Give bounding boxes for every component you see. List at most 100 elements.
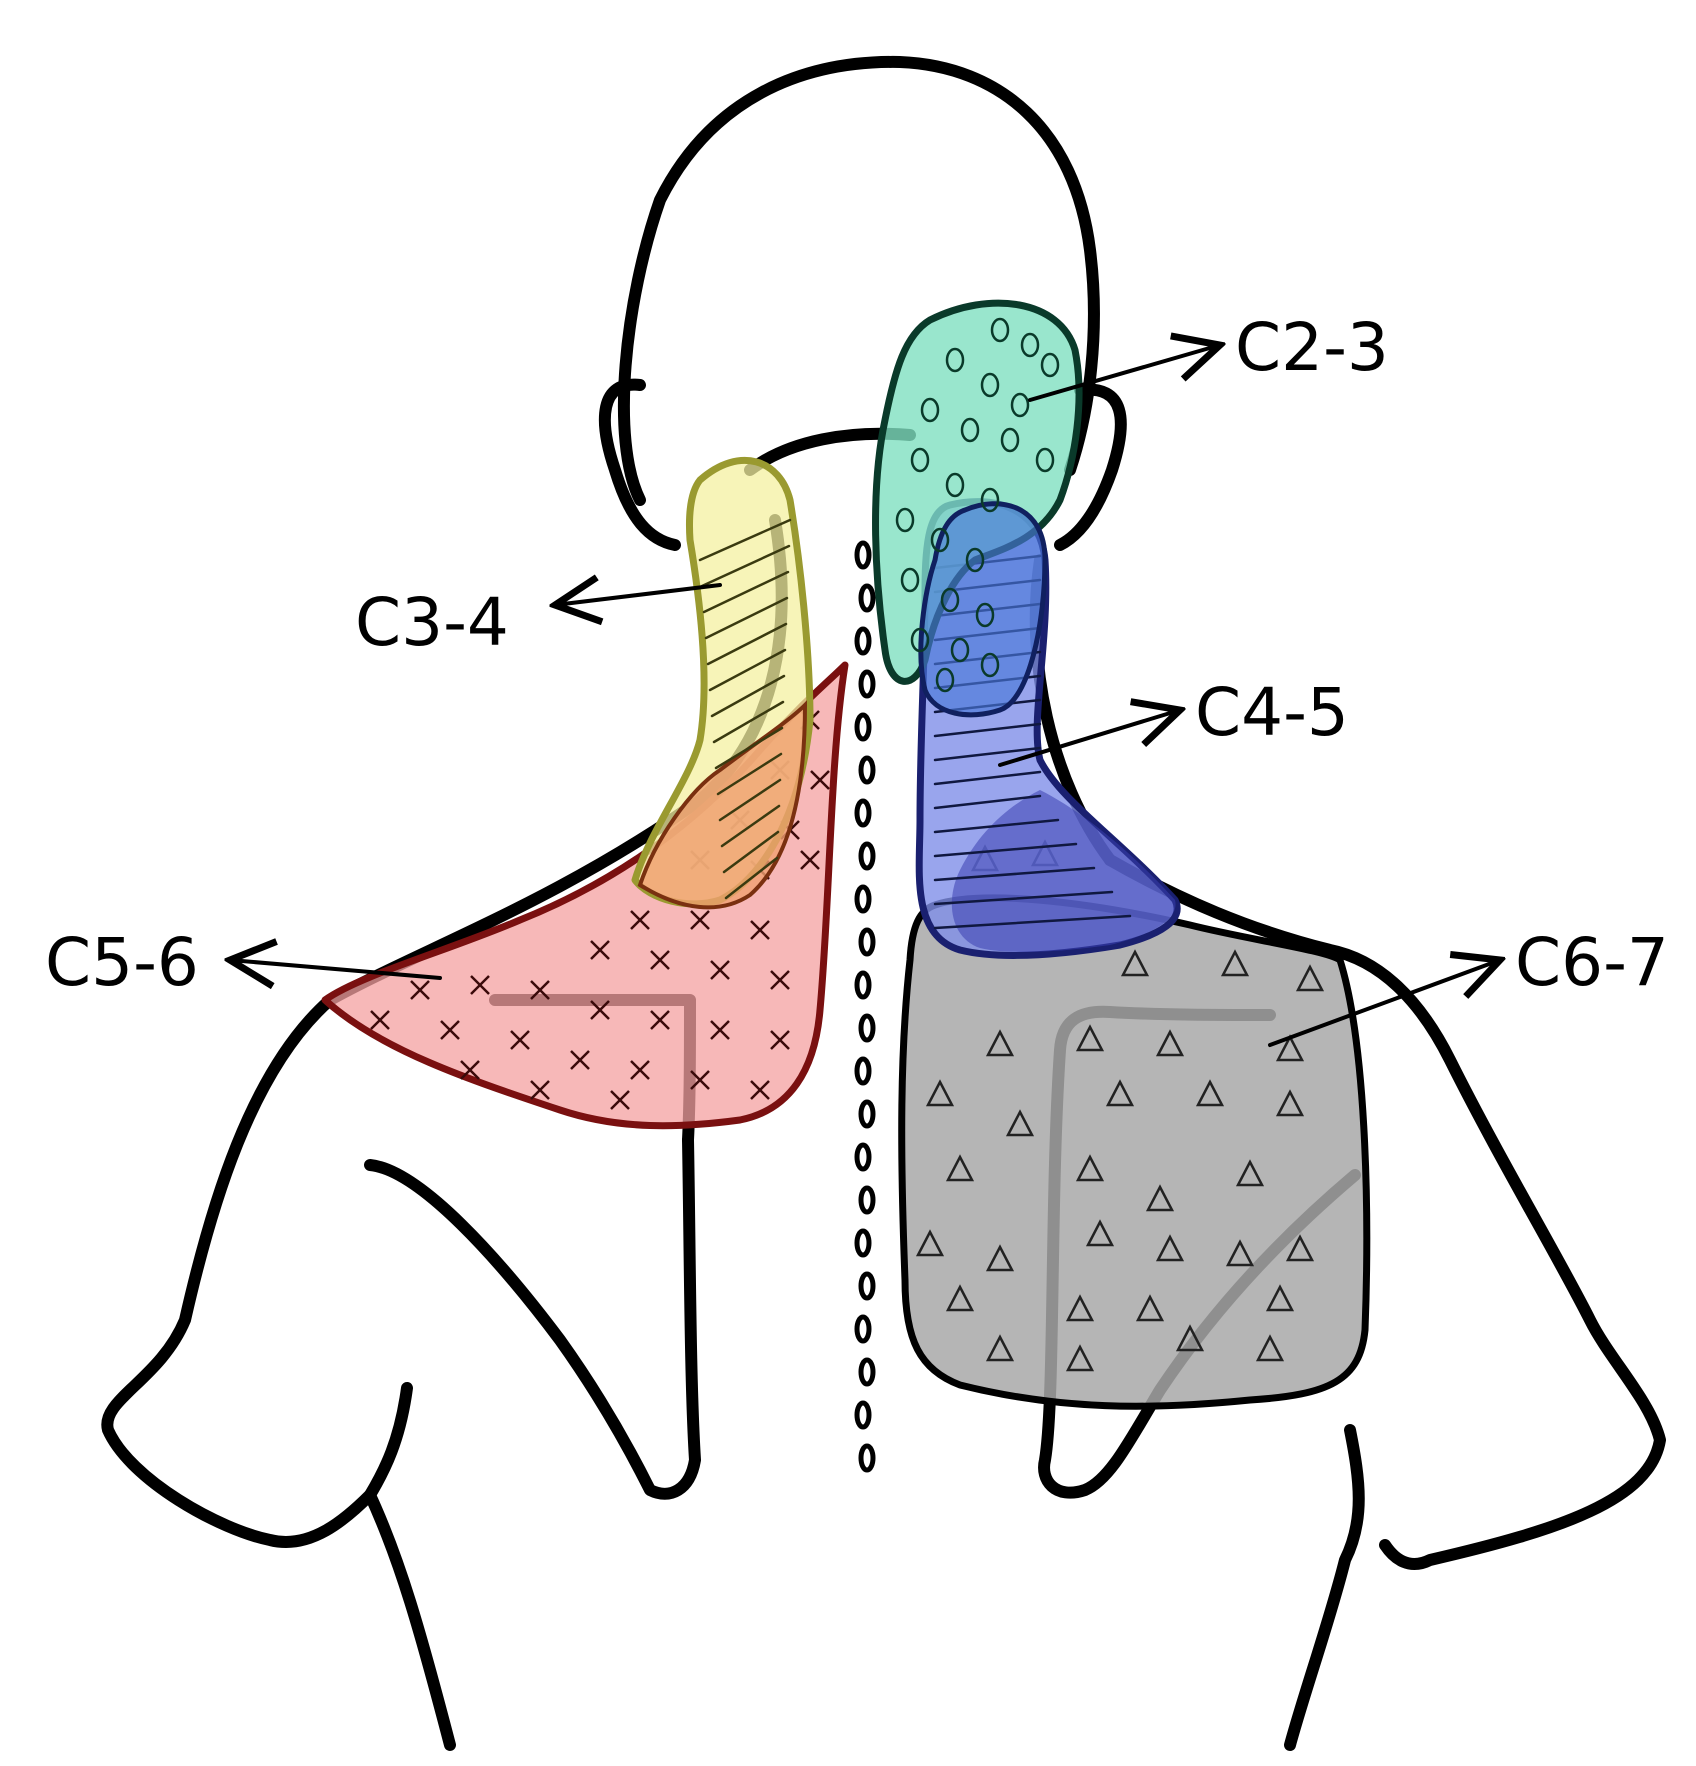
- cross-stroke: [440, 1020, 460, 1040]
- circle-mark: [975, 602, 995, 628]
- cross-mark: [650, 1010, 670, 1030]
- cross-mark: [710, 1020, 730, 1040]
- circle-mark: [895, 507, 915, 533]
- circle-mark: [965, 547, 985, 573]
- cross-stroke: [590, 940, 610, 960]
- spine-dot: [854, 884, 872, 914]
- cross-stroke: [710, 1020, 730, 1040]
- hatch-mark: [720, 804, 781, 848]
- line-mark: [933, 770, 1042, 786]
- spine-dot: [854, 1228, 872, 1258]
- region-c2-3: [872, 299, 1083, 718]
- hatch-mark: [712, 700, 785, 744]
- triangle-mark: [1135, 1294, 1165, 1322]
- circle-mark: [910, 447, 930, 473]
- triangle-mark: [1155, 1029, 1185, 1057]
- cross-stroke: [470, 975, 490, 995]
- spine-dot: [858, 669, 876, 699]
- circle-mark: [980, 372, 1000, 398]
- cross-mark: [440, 1020, 460, 1040]
- hatch-mark: [708, 648, 787, 692]
- cross-mark: [750, 1080, 770, 1100]
- hatch-mark: [722, 830, 780, 874]
- cross-stroke: [650, 1010, 670, 1030]
- arrow-c5-6: [230, 960, 442, 978]
- line-mark: [933, 722, 1042, 738]
- triangle-mark: [1120, 949, 1150, 977]
- arrow-c4-5: [998, 710, 1180, 767]
- circle-mark: [945, 347, 965, 373]
- cross-mark: [530, 980, 550, 1000]
- spine-dot: [858, 1013, 876, 1043]
- cross-stroke: [530, 1080, 550, 1100]
- circle-mark: [920, 397, 940, 423]
- triangle-mark: [1005, 1109, 1035, 1137]
- circle-mark: [935, 667, 955, 693]
- left-ear: [599, 378, 681, 551]
- triangle-mark: [1105, 1079, 1135, 1107]
- spine-dot: [858, 1099, 876, 1129]
- triangle-mark: [1220, 949, 1250, 977]
- triangle-mark: [1285, 1234, 1315, 1262]
- spine-dot: [854, 1400, 872, 1430]
- label-c3-4: C3-4: [355, 584, 509, 661]
- spine-dot: [858, 927, 876, 957]
- triangle-mark: [1225, 1239, 1255, 1267]
- triangle-mark: [1265, 1284, 1295, 1312]
- spine-dot: [858, 1443, 876, 1473]
- spine-dot: [858, 583, 876, 613]
- head-outline: [617, 55, 1100, 506]
- cross-stroke: [710, 960, 730, 980]
- spine-dot: [858, 1357, 876, 1387]
- circle-mark: [900, 567, 920, 593]
- circle-mark: [980, 487, 1000, 513]
- body-outline: [101, 55, 1666, 1751]
- cross-stroke: [770, 1030, 790, 1050]
- c2-3-circle-pattern: [895, 317, 1060, 693]
- line-mark: [933, 890, 1114, 906]
- cross-stroke: [770, 970, 790, 990]
- triangle-mark: [1295, 964, 1325, 992]
- cross-stroke: [410, 980, 430, 1000]
- triangle-mark: [945, 1284, 975, 1312]
- cross-stroke: [690, 910, 710, 930]
- hatch-mark: [698, 518, 792, 562]
- triangle-mark: [1155, 1234, 1185, 1262]
- left-arm-inner: [364, 1382, 413, 1501]
- circle-mark: [1020, 332, 1040, 358]
- c6-7-area: [898, 894, 1371, 1410]
- arrow-c2-3: [1028, 345, 1220, 402]
- triangle-mark: [925, 1079, 955, 1107]
- circle-mark: [1000, 427, 1020, 453]
- line-mark: [933, 866, 1096, 882]
- circle-mark: [980, 652, 1000, 678]
- region-c3-4: [631, 456, 814, 910]
- triangle-mark: [1195, 1079, 1225, 1107]
- triangle-mark: [1065, 1294, 1095, 1322]
- hatch-mark: [718, 778, 782, 822]
- cross-stroke: [800, 850, 820, 870]
- c2-3-c4-5-overlap: [918, 501, 1048, 718]
- cross-mark: [610, 1090, 630, 1110]
- triangle-mark: [1175, 1324, 1205, 1352]
- hatch-mark: [724, 856, 779, 900]
- line-mark: [933, 842, 1078, 858]
- circle-mark: [960, 417, 980, 443]
- circle-mark: [940, 587, 960, 613]
- spine-dot: [858, 755, 876, 785]
- right-shoulder-arm: [1104, 854, 1666, 1570]
- cross-stroke: [460, 1060, 480, 1080]
- circle-mark: [910, 627, 930, 653]
- circle-mark: [930, 527, 950, 553]
- cross-stroke: [630, 910, 650, 930]
- spine-dot: [858, 1271, 876, 1301]
- cross-mark: [690, 1070, 710, 1090]
- cross-mark: [570, 1050, 590, 1070]
- line-mark: [933, 746, 1042, 762]
- cross-mark: [810, 770, 830, 790]
- triangle-mark: [1075, 1154, 1105, 1182]
- spine-dot: [854, 712, 872, 742]
- arrow-c3-4: [555, 585, 722, 605]
- cross-mark: [590, 1000, 610, 1020]
- triangle-mark: [1145, 1184, 1175, 1212]
